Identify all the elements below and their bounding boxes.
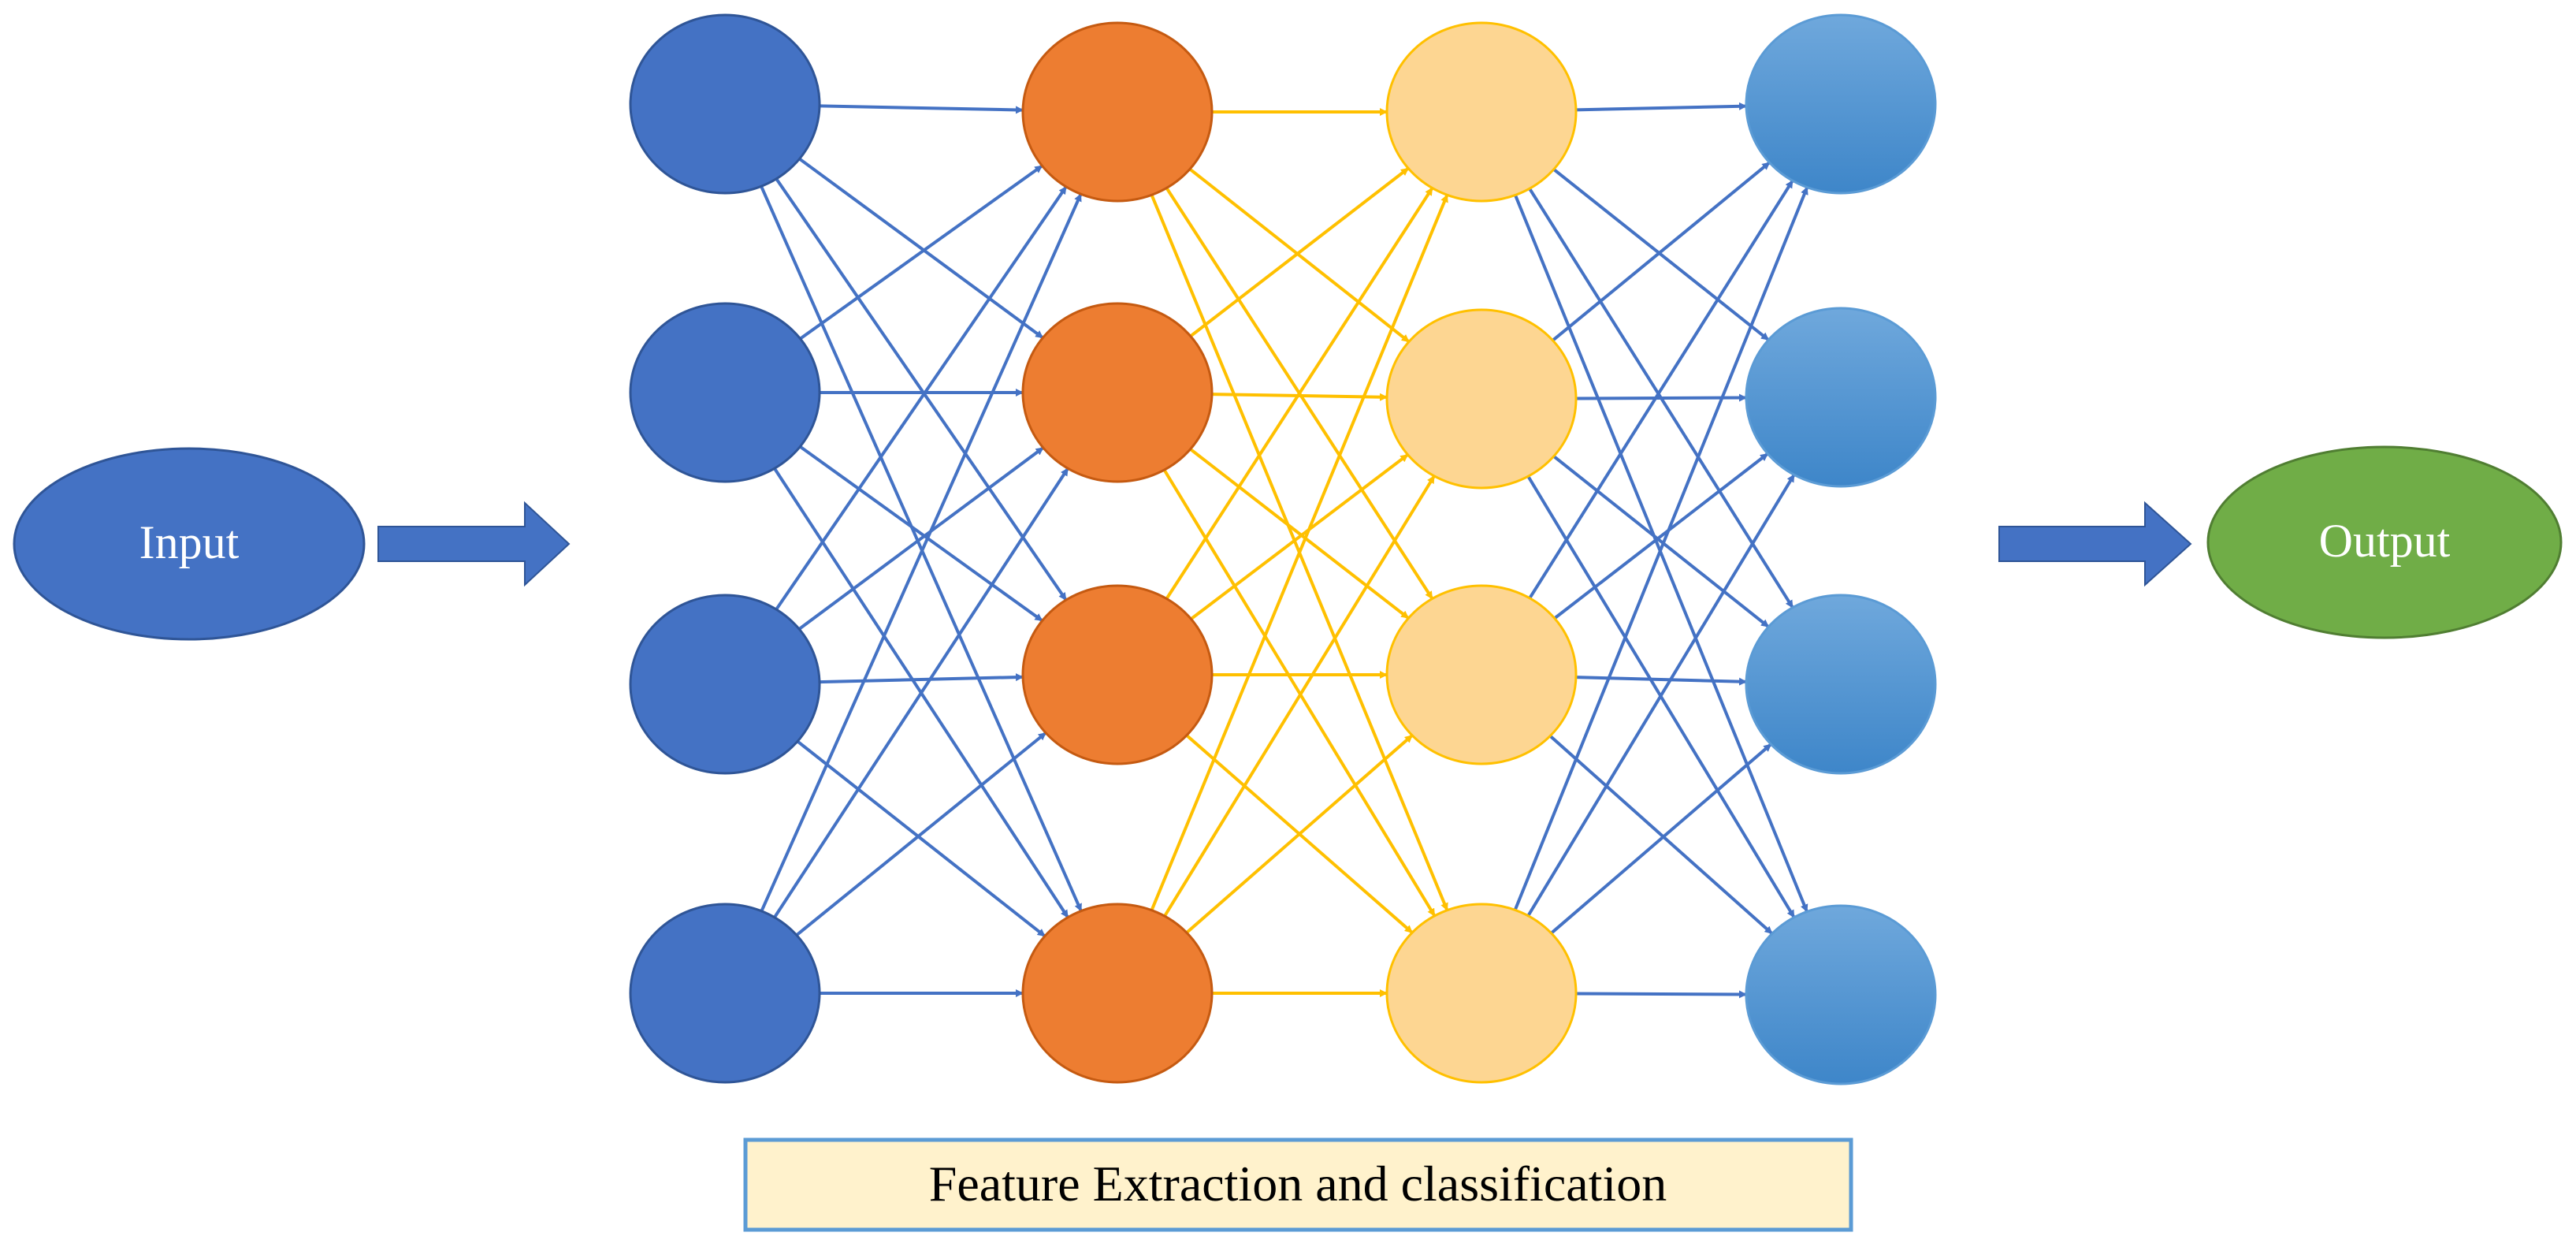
output-label: Output (2319, 515, 2451, 567)
input-node: Input (13, 447, 366, 641)
edge-l2-n3-to-l3-n2 (1190, 453, 1409, 620)
edge-l2-n3-to-l3-n1 (1165, 187, 1434, 600)
hidden-layer-2-node-1 (1385, 21, 1578, 203)
input-layer-node-1 (629, 13, 821, 195)
edge-l1-n1-to-l2-n2 (798, 157, 1044, 340)
input-layer-node-4 (629, 903, 821, 1084)
edge-l1-n4-to-l2-n1 (760, 193, 1083, 912)
output-layer-node-3 (1745, 594, 1937, 775)
edge-l3-n3-to-l4-n1 (1528, 180, 1794, 599)
edge-l2-n2-to-l3-n3 (1189, 448, 1410, 620)
edge-l2-n4-to-l3-n1 (1150, 194, 1449, 911)
edge-l1-n3-to-l2-n2 (798, 446, 1044, 631)
edge-l2-n2-to-l3-n4 (1162, 469, 1437, 917)
edge-l3-n1-to-l4-n1 (1575, 102, 1748, 112)
edge-l1-n3-to-l2-n1 (775, 185, 1068, 611)
hidden-layer-1-node-1 (1021, 21, 1214, 203)
edge-l1-n3-to-l2-n4 (796, 739, 1046, 938)
edge-l3-n4-to-l4-n4 (1575, 990, 1748, 999)
output-ellipse (2206, 445, 2563, 639)
edge-l3-n3-to-l4-n2 (1553, 452, 1769, 620)
edge-l2-n2-to-l3-n1 (1189, 166, 1410, 338)
input-layer-node-2 (629, 302, 821, 483)
edge-l1-n1-to-l2-n1 (819, 104, 1024, 114)
edge-l3-n3-to-l4-n4 (1548, 735, 1774, 935)
edge-l3-n4-to-l4-n2 (1526, 474, 1796, 917)
output-block-arrow (1998, 501, 2192, 587)
edge-l3-n1-to-l4-n2 (1552, 168, 1770, 341)
edge-l2-n4-to-l3-n2 (1163, 475, 1436, 918)
hidden-layer-1-node-4 (1021, 903, 1214, 1084)
edge-l1-n4-to-l2-n3 (795, 732, 1047, 936)
caption-text: Feature Extraction and classification (929, 1156, 1667, 1212)
edge-l1-n1-to-l2-n4 (760, 185, 1083, 912)
caption-rect (743, 1137, 1853, 1232)
edge-l1-n4-to-l2-n2 (773, 467, 1069, 918)
output-layer-node-1 (1745, 13, 1937, 195)
input-ellipse (13, 447, 366, 641)
input-label: Input (139, 516, 240, 568)
network-nodes (629, 13, 1937, 1085)
connection-edges (760, 102, 1809, 999)
edge-l1-n1-to-l2-n3 (775, 177, 1068, 601)
edge-l3-n4-to-l4-n3 (1550, 743, 1772, 935)
edge-l3-n2-to-l4-n1 (1552, 161, 1771, 342)
hidden-layer-2-node-4 (1385, 903, 1578, 1084)
edge-l2-n1-to-l3-n2 (1188, 167, 1411, 344)
caption-box: Feature Extraction and classification (743, 1137, 1853, 1232)
hidden-layer-1-node-2 (1021, 302, 1214, 483)
edge-l3-n2-to-l4-n2 (1575, 393, 1748, 402)
input-layer-node-3 (629, 594, 821, 775)
edge-l2-n4-to-l3-n3 (1185, 734, 1414, 934)
hidden-layer-1-node-3 (1021, 584, 1214, 765)
edge-l3-n2-to-l4-n3 (1552, 455, 1770, 628)
edge-l1-n2-to-l2-n3 (799, 445, 1043, 623)
edge-l3-n1-to-l4-n4 (1514, 194, 1808, 913)
edge-l3-n3-to-l4-n3 (1575, 676, 1748, 686)
hidden-layer-2-node-2 (1385, 308, 1578, 490)
output-layer-node-4 (1745, 904, 1937, 1085)
edge-l1-n2-to-l2-n1 (799, 164, 1043, 341)
hidden-layer-2-node-3 (1385, 584, 1578, 765)
output-node: Output (2206, 445, 2563, 639)
edge-l1-n3-to-l2-n3 (819, 673, 1024, 684)
output-layer-node-2 (1745, 307, 1937, 488)
edge-l3-n4-to-l4-n1 (1513, 186, 1809, 911)
input-block-arrow (377, 501, 571, 587)
